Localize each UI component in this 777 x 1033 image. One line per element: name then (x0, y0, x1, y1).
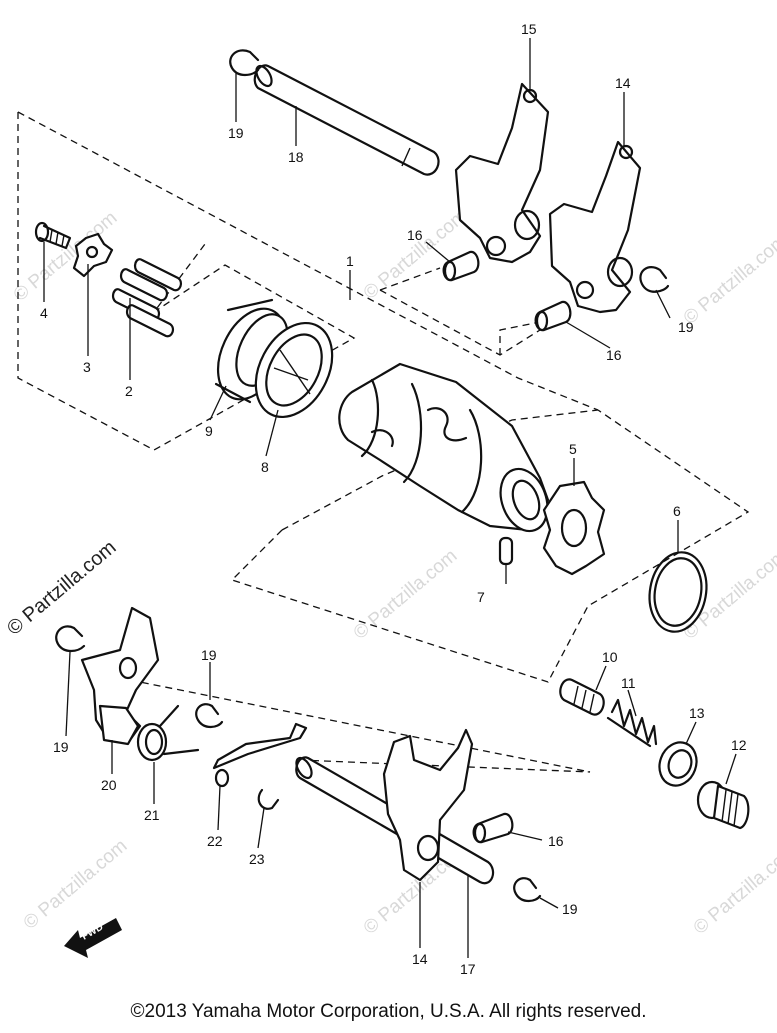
leader-lines (43, 38, 737, 958)
watermark: © Partzilla.com (680, 545, 777, 643)
shift-fork-part-14 (548, 140, 642, 314)
shift-lever-part-20 (80, 606, 160, 746)
circlip-part-6 (648, 551, 708, 633)
forward-direction-arrow: FWD (64, 918, 122, 958)
callout-5: 5 (569, 441, 577, 457)
watermark: © Partzilla.com (690, 840, 777, 938)
callout-23: 23 (249, 851, 265, 867)
circlip-part-19 (229, 49, 260, 77)
watermark-main: © Partzilla.com (3, 536, 120, 639)
callout-13: 13 (689, 705, 705, 721)
callout-17: 17 (460, 961, 476, 977)
callout-15: 15 (521, 21, 537, 37)
callout-16: 16 (606, 347, 622, 363)
clip-part-23 (257, 788, 280, 810)
circlip-part-19 (513, 877, 542, 903)
spring-part-21 (136, 704, 200, 762)
callout-7: 7 (477, 589, 485, 605)
copyright-notice: ©2013 Yamaha Motor Corporation, U.S.A. A… (130, 1001, 647, 1022)
callout-21: 21 (144, 807, 160, 823)
watermark: © Partzilla.com (360, 205, 472, 303)
callout-10: 10 (602, 649, 618, 665)
plate-part-8 (254, 321, 334, 419)
segment-part-3 (72, 232, 114, 278)
callout-19: 19 (678, 319, 694, 335)
shift-fork-part-14 (382, 728, 474, 882)
pins-part-2 (111, 258, 183, 338)
circlip-part-19 (55, 625, 86, 653)
watermark: © Partzilla.com (680, 230, 777, 328)
circlip-part-19 (639, 266, 670, 293)
callout-19: 19 (53, 739, 69, 755)
callout-19: 19 (201, 647, 217, 663)
callout-11: 11 (621, 675, 636, 691)
pin-part-7 (498, 536, 514, 566)
shift-fork-part-15 (454, 82, 550, 264)
callout-3: 3 (83, 359, 91, 375)
guide-pin-part-16 (442, 250, 480, 282)
segment-part-5 (542, 480, 606, 576)
shift-drum (338, 362, 550, 533)
plate-part-22 (212, 722, 308, 788)
callout-9: 9 (205, 423, 213, 439)
watermark: © Partzilla.com (350, 545, 462, 643)
callout-19: 19 (228, 125, 244, 141)
bolt-part-12 (696, 780, 750, 830)
spring-part-11 (606, 698, 658, 748)
callout-16: 16 (548, 833, 564, 849)
callout-2: 2 (125, 383, 133, 399)
callout-labels: 19 18 15 14 16 19 16 1 4 3 2 9 8 5 6 7 1… (40, 21, 747, 977)
callout-22: 22 (207, 833, 223, 849)
callout-1: 1 (346, 253, 354, 269)
callout-4: 4 (40, 305, 48, 321)
screw-part-4 (34, 221, 72, 250)
stopper-part-10 (559, 678, 605, 716)
callout-14: 14 (412, 951, 428, 967)
callout-14: 14 (615, 75, 631, 91)
callout-12: 12 (731, 737, 747, 753)
callout-20: 20 (101, 777, 117, 793)
callout-18: 18 (288, 149, 304, 165)
callout-19: 19 (562, 901, 578, 917)
callout-8: 8 (261, 459, 269, 475)
washer-part-13 (658, 741, 698, 787)
callout-16: 16 (407, 227, 423, 243)
circlip-part-19 (195, 703, 224, 729)
shift-rod-part-18 (253, 64, 440, 176)
guide-pin-part-16 (534, 300, 572, 332)
callout-6: 6 (673, 503, 681, 519)
guide-pin-part-16 (472, 812, 514, 844)
